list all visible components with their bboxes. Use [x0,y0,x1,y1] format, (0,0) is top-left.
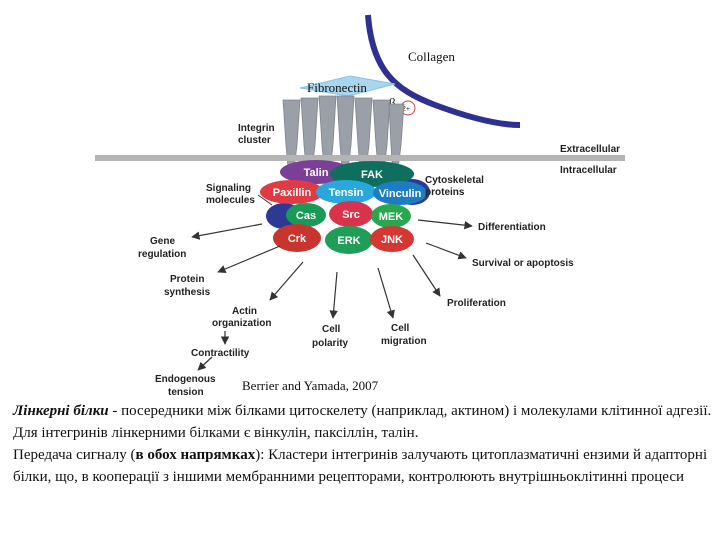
arrow-survival [425,242,467,260]
molecule-src: Src [329,201,373,227]
arrow-actin-organization [269,261,304,301]
svg-text:ERK: ERK [337,235,360,247]
molecule-crk: Crk [273,224,321,252]
svg-text:Vinculin: Vinculin [379,188,422,200]
cytoskeletal-proteins-label: Cytoskeletal proteins [425,175,487,198]
linker-proteins-definition: - посередники між білками цитоскелету (н… [13,403,712,441]
arrow-proliferation [412,254,441,297]
contractility-label: Contractility [191,348,250,359]
arrow-differentiation [417,219,473,230]
survival-label: Survival or apoptosis [472,258,574,269]
integrin-cluster-label: Integrin cluster [238,123,277,146]
molecule-cas: Cas [286,203,326,227]
signal-transduction-emphasis: в обох напрямках [135,447,256,463]
molecule-mek: MEK [371,204,411,228]
proliferation-label: Proliferation [447,298,506,309]
svg-text:MEK: MEK [379,211,404,223]
extracellular-label: Extracellular [560,144,620,155]
arrow-gene-regulation [191,223,263,240]
citation: Berrier and Yamada, 2007 [242,378,379,393]
actin-organization-label: Actin organization [212,306,271,329]
paragraph-signal-transduction: Передача сигналу (в обох напрямках): Кла… [13,444,713,488]
svg-text:JNK: JNK [381,234,403,246]
arrow-endogenous-tension [197,356,213,371]
molecule-vinculin: Vinculin [373,181,427,205]
arrow-protein-synthesis [217,245,281,273]
cell-migration-label: Cell migration [381,323,427,347]
svg-text:Paxillin: Paxillin [273,187,312,199]
signaling-molecules-label: Signaling molecules [206,183,255,206]
collagen-label: Collagen [408,49,455,64]
molecule-tensin: Tensin [316,180,376,204]
collagen-fiber [365,14,521,128]
differentiation-label: Differentiation [478,222,546,233]
arrow-cell-polarity [329,271,338,319]
signal-transduction-lead: Передача сигналу ( [13,447,136,463]
signaling-molecules-pointer [257,194,273,206]
outcome-arrows [191,219,473,371]
cell-membrane [95,155,625,161]
ion-label: 2+ [402,106,410,113]
protein-synthesis-label: Protein synthesis [164,274,211,298]
endogenous-tension-label: Endogenous tension [155,374,218,398]
svg-text:Src: Src [342,209,360,221]
beta-label: β [389,95,396,110]
fibronectin-label: Fibronectin [307,80,367,95]
arrow-cell-migration [377,267,395,319]
svg-text:Tensin: Tensin [329,187,364,199]
integrin-signaling-diagram: Collagen Fibronectin α β 2+ Integrin clu… [95,14,625,398]
molecule-paxillin: Paxillin [260,180,324,204]
signal-transduction-rest: ): Кластери інтегринів залучають цитопла… [13,447,708,485]
intracellular-label: Intracellular [560,165,617,176]
fibronectin-shape [299,75,396,97]
paragraph-linker-proteins: Лінкерні білки - посередники між білками… [13,400,713,444]
svg-text:Cas: Cas [296,210,316,222]
description-text: Лінкерні білки - посередники між білками… [13,400,713,488]
gene-regulation-label: Gene regulation [138,236,186,260]
cell-polarity-label: Cell polarity [312,324,349,349]
svg-text:Talin: Talin [304,167,329,179]
svg-text:Crk: Crk [288,233,307,245]
svg-text:FAK: FAK [361,169,383,181]
molecule-jnk: JNK [370,226,414,252]
linker-proteins-term: Лінкерні білки [13,403,109,419]
molecule-erk: ERK [325,226,373,254]
